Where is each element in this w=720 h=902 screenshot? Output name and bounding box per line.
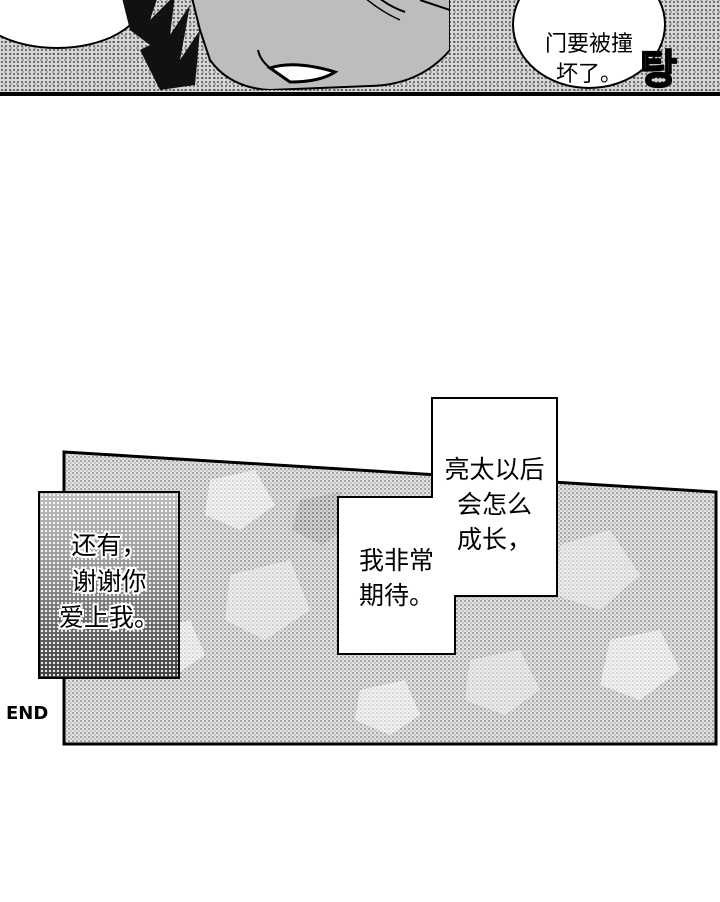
caption-box-right-top: 亮太以后 会怎么 成长， bbox=[432, 455, 557, 555]
caption-text-line: 期待。 bbox=[358, 581, 434, 610]
caption-box-left: 还有， 谢谢你 爱上我。 bbox=[38, 491, 180, 679]
end-label: END bbox=[6, 703, 49, 724]
speech-bubble: 门要被撞 坏了。 bbox=[512, 0, 666, 89]
bubble-text-line: 门要被撞 bbox=[544, 32, 633, 57]
caption-text-line: 还有， bbox=[71, 531, 147, 560]
top-panel: 门要被撞 坏了。 bbox=[0, 0, 720, 96]
sound-effect-text: 탕 bbox=[639, 47, 678, 93]
bubble-text-line: 坏了。 bbox=[555, 62, 622, 87]
caption-text-line: 我非常 bbox=[358, 546, 434, 575]
caption-text-line: 会怎么 bbox=[456, 490, 532, 519]
caption-text-line: 亮太以后 bbox=[444, 455, 545, 484]
caption-text-line: 谢谢你 bbox=[71, 567, 147, 596]
caption-text-line: 爱上我。 bbox=[58, 603, 159, 632]
character-illustration bbox=[122, 0, 450, 90]
caption-text-line: 成长， bbox=[456, 525, 532, 554]
caption-box-right-bottom: 我非常 期待。 bbox=[338, 546, 455, 626]
